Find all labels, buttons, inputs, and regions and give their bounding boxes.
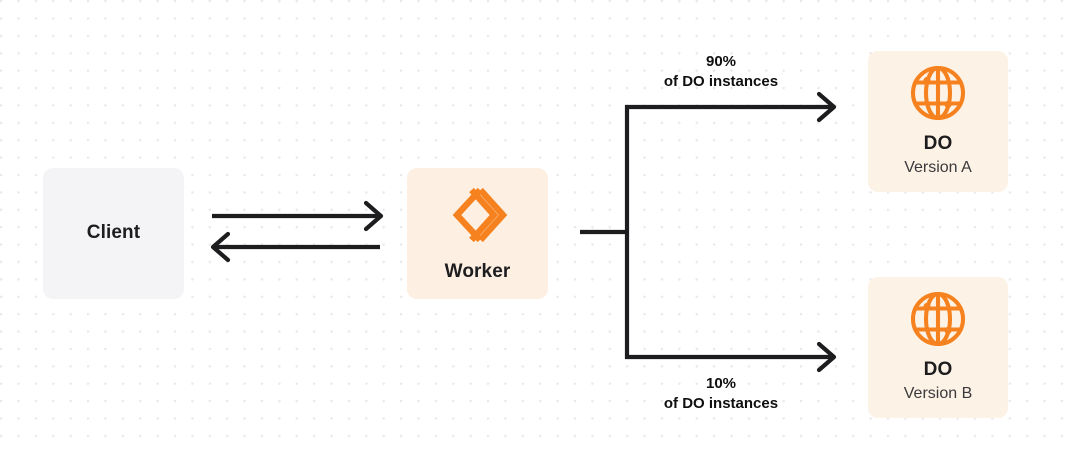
- arrow-worker-to-client: [210, 231, 380, 263]
- edge-label-do-b: 10% of DO instances: [627, 374, 815, 415]
- node-worker[interactable]: Worker: [407, 168, 548, 299]
- edge-label-do-a-percent: 90%: [705, 53, 737, 70]
- cloudflare-workers-icon: [446, 183, 510, 247]
- edge-label-do-a-description: of DO instances: [663, 73, 779, 91]
- globe-icon: [909, 290, 967, 348]
- node-client-title: Client: [86, 222, 141, 244]
- globe-icon: [909, 64, 967, 122]
- node-do-version-b[interactable]: DO Version B: [868, 277, 1008, 418]
- node-do-version-b-title: DO: [923, 359, 953, 381]
- edge-label-do-b-description: of DO instances: [663, 395, 779, 413]
- edge-label-do-a: 90% of DO instances: [627, 52, 815, 93]
- node-do-version-b-subtitle: Version B: [903, 385, 973, 403]
- node-do-version-a-title: DO: [923, 133, 953, 155]
- node-do-version-a[interactable]: DO Version A: [868, 51, 1008, 192]
- node-client[interactable]: Client: [43, 168, 184, 299]
- edge-label-do-b-percent: 10%: [705, 375, 737, 392]
- arrow-worker-to-do-b: [625, 341, 837, 373]
- node-do-version-a-subtitle: Version A: [904, 159, 972, 177]
- arrow-worker-to-do-a: [625, 91, 837, 123]
- node-worker-title: Worker: [444, 261, 511, 283]
- arrow-client-to-worker: [212, 200, 384, 232]
